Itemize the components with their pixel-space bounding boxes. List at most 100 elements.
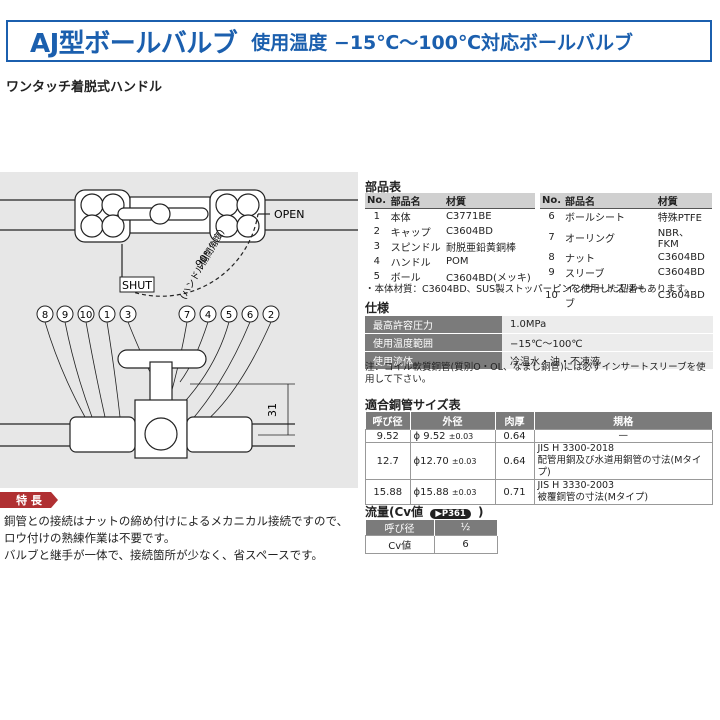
cell-no: 7 (548, 231, 555, 243)
callout-1: 1 (104, 310, 110, 321)
cell-material: C3604BD (657, 252, 705, 263)
col-material: 材質 (655, 193, 712, 209)
cell-material: 特殊PTFE (657, 213, 703, 224)
table-row: 6 ボールシート 特殊PTFE (540, 209, 712, 224)
cell-nominal: 15.88 (365, 479, 411, 505)
cell-standard: — (533, 429, 713, 443)
cell-nominal: 12.7 (365, 442, 411, 480)
feature-line: 銅管との接続はナットの締め付けによるメカニカル接続ですので、 (4, 514, 349, 528)
shut-label: SHUT (122, 279, 152, 292)
col-od: 外径 (410, 412, 496, 430)
flow-title: 流量(Cv値 ▶P361 ) (365, 503, 484, 520)
callout-4: 4 (205, 310, 211, 321)
cell-material: C3604BD (657, 289, 705, 301)
cell-material: NBR、FKM (657, 228, 690, 250)
callout-3: 3 (125, 310, 131, 321)
callout-7: 7 (184, 310, 190, 321)
cell-part: インサートスリーブ (565, 284, 646, 310)
cell-part: ボールシート (565, 213, 626, 224)
spec-key: 使用流体 (365, 351, 502, 370)
cell-part: オーリング (565, 233, 616, 245)
open-label: OPEN (274, 208, 304, 221)
page-title: AJ型ボールバルブ (30, 28, 238, 59)
flow-title-text: 流量(Cv値 (365, 505, 424, 519)
flow-cell: 6 (433, 535, 498, 554)
callout-8: 8 (42, 310, 48, 321)
od-tolerance: ±0.03 (451, 456, 477, 466)
cell-no: 5 (373, 271, 380, 282)
page-subtitle: 使用温度 −15℃〜100℃対応ボールバルブ (251, 31, 633, 54)
feature-text: 銅管との接続はナットの締め付けによるメカニカル接続ですので、 ロウ付けの熟練作業… (4, 513, 348, 564)
col-part: 部品名 (388, 193, 444, 209)
od-value: ϕ 9.52 (413, 430, 446, 442)
cell-part: スピンドル (390, 243, 441, 254)
standard-line-1: — (618, 430, 629, 441)
spec-note: 注：コイル軟質銅管(質別O・OL、なまし銅管)には必ずインサートスリーブを使用し… (365, 362, 706, 385)
cell-wall: 0.64 (494, 442, 535, 480)
standard-line-2: 配管用銅及び水道用銅管の寸法(Mタイプ) (537, 455, 702, 478)
od-value: ϕ15.88 (413, 486, 449, 498)
standard-line-1: JIS H 3330-2003 (537, 480, 615, 491)
cell-part: ハンドル (390, 258, 431, 269)
page-ref-text: P361 (441, 509, 466, 519)
cell-od: ϕ12.70 ±0.03 (409, 442, 496, 480)
page-ref-badge: ▶P361 (430, 509, 471, 519)
table-row: 8 ナット C3604BD (540, 250, 712, 265)
cell-od: ϕ 9.52 ±0.03 (409, 429, 496, 443)
cell-no: 6 (548, 211, 555, 222)
table-row: 10 インサートスリーブ C3604BD (540, 280, 712, 310)
valve-drawing-svg: OPEN SHUT 90° (ハンドル開閉角度) 8 9 10 1 3 7 4 … (0, 189, 358, 459)
col-nominal: 呼び径 (365, 412, 411, 430)
table-row: 4 ハンドル POM (365, 254, 535, 269)
cell-wall: 0.64 (494, 429, 535, 443)
feature-badge: 特 長 (0, 492, 58, 508)
cell-part: キャップ (390, 228, 431, 239)
standard-line-1: JIS H 3300-2018 (537, 443, 615, 454)
col-wall: 肉厚 (495, 412, 535, 430)
dimension-31: 31 (266, 403, 279, 417)
cell-material: C3604BD (445, 226, 493, 237)
standard-line-2: 被覆銅管の寸法(Mタイプ) (537, 492, 649, 503)
od-tolerance: ±0.03 (451, 487, 477, 497)
title-box: AJ型ボールバルブ 使用温度 −15℃〜100℃対応ボールバルブ (6, 20, 712, 62)
spec-title: 仕様 (365, 301, 390, 315)
angle-note: (ハンドル開閉角度) (177, 227, 227, 301)
col-no: No. (365, 193, 389, 209)
cell-material: 耐脱亜鉛黄銅棒 (445, 243, 516, 254)
flow-header: 呼び径 (365, 520, 435, 536)
callout-9: 9 (62, 310, 68, 321)
cell-no: 4 (373, 256, 380, 267)
cell-nominal: 9.52 (365, 429, 411, 443)
spec-value: 冷温水・油・不凍液 (502, 351, 713, 370)
cell-material: POM (445, 256, 469, 267)
cell-no: 8 (548, 252, 555, 263)
spec-value: −15℃〜100℃ (502, 333, 713, 352)
cell-material: C3604BD(メッキ) (445, 273, 531, 284)
cell-part: ナット (565, 254, 596, 265)
cell-part: スリーブ (565, 269, 605, 280)
feature-line: バルブと継手が一体で、接続箇所が少なく、省スペースです。 (4, 548, 324, 562)
section-subheading: ワンタッチ着脱式ハンドル (6, 80, 163, 95)
cell-no: 3 (373, 241, 380, 252)
parts-table-title: 部品表 (365, 180, 402, 194)
cell-wall: 0.71 (494, 479, 535, 505)
table-row: 使用温度範囲−15℃〜100℃ (365, 333, 713, 352)
table-row: 3 スピンドル耐脱亜鉛黄銅棒 (365, 239, 535, 254)
cell-no: 9 (548, 267, 555, 278)
flow-title-end: ) (478, 505, 484, 519)
table-row: 9.52ϕ 9.52 ±0.030.64 — (365, 429, 713, 443)
spec-value: 1.0MPa (502, 316, 713, 334)
feature-line: ロウ付けの熟練作業は不要です。 (4, 531, 176, 545)
col-part: 部品名 (563, 193, 656, 209)
cell-no: 10 (545, 289, 558, 301)
